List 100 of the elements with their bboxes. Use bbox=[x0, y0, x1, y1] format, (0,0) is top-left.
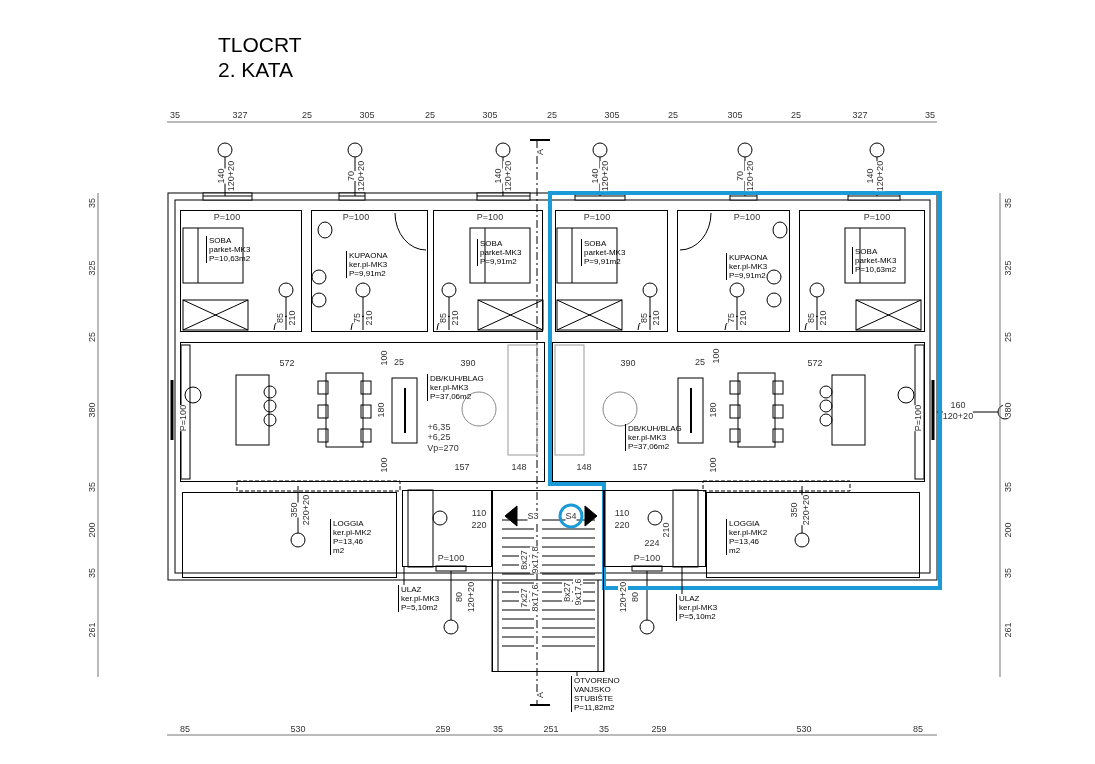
dimension-label: 251 bbox=[543, 724, 559, 734]
dimension-label: 180 bbox=[376, 402, 386, 418]
dimension-label: 259 bbox=[435, 724, 451, 734]
room-label: DB/KUH/BLAG ker.pl-MK3 P=37,06m2 bbox=[427, 374, 488, 401]
dimension-label: 140 bbox=[865, 168, 875, 184]
dimension-label: 100 bbox=[708, 457, 718, 473]
dimension-label: 8x17,6 bbox=[530, 584, 540, 612]
dimension-label: 25 bbox=[425, 110, 435, 120]
dimension-label: 140 bbox=[590, 168, 600, 184]
dimension-label: 261 bbox=[1003, 622, 1013, 638]
dimension-label: 157 bbox=[454, 462, 470, 472]
dimension-label: 85 bbox=[180, 724, 190, 734]
dimension-label: 120+20 bbox=[356, 160, 366, 192]
dimension-label: 7x27 bbox=[519, 588, 529, 608]
dimension-label: 390 bbox=[620, 358, 636, 368]
dimension-label: 85 bbox=[913, 724, 923, 734]
dimension-label: 210 bbox=[450, 310, 460, 326]
room-label: KUPAONA ker.pl-MK3 P=9,91m2 bbox=[726, 253, 772, 280]
dimension-label: 110 bbox=[471, 508, 487, 518]
dimension-label: 148 bbox=[511, 462, 527, 472]
dimension-label: P=100 bbox=[633, 553, 661, 563]
dimension-label: 148 bbox=[576, 462, 592, 472]
dimension-label: 35 bbox=[87, 568, 97, 578]
dimension-label: 220+20 bbox=[301, 494, 311, 526]
room-label: LOGGIA ker.pl-MK2 P=13,46 m2 bbox=[330, 519, 376, 555]
dimension-label: 305 bbox=[604, 110, 620, 120]
dimension-label: P=100 bbox=[733, 212, 761, 222]
dimension-label: 25 bbox=[302, 110, 312, 120]
dimension-label: 80 bbox=[454, 592, 464, 602]
dimension-label: 70 bbox=[346, 171, 356, 181]
dimension-label: 25 bbox=[1003, 332, 1013, 342]
dimension-label: 200 bbox=[1003, 522, 1013, 538]
room-label: KUPAONA ker.pl-MK3 P=9,91m2 bbox=[346, 251, 392, 278]
dimension-label: 9x17,6 bbox=[573, 578, 583, 606]
dimension-label: 327 bbox=[852, 110, 868, 120]
section-mark: A bbox=[535, 692, 545, 698]
dimension-label: 25 bbox=[394, 357, 404, 367]
room-label: SOBA parket-MK3 P=10,63m2 bbox=[852, 247, 901, 274]
dimension-label: +6,25 bbox=[427, 432, 451, 442]
dimension-label: 180 bbox=[708, 402, 718, 418]
dimension-label: 210 bbox=[651, 310, 661, 326]
dimension-label: 120+20 bbox=[600, 160, 610, 192]
dimension-label: 85 bbox=[275, 313, 285, 323]
dimension-label: 305 bbox=[359, 110, 375, 120]
dimension-label: 210 bbox=[287, 310, 297, 326]
dimension-label: P=100 bbox=[213, 212, 241, 222]
dimension-label: S4 bbox=[565, 511, 577, 521]
dimension-label: 35 bbox=[599, 724, 609, 734]
dimension-label: 35 bbox=[925, 110, 935, 120]
dimension-label: 200 bbox=[87, 522, 97, 538]
room-label: SOBA parket-MK3 P=9,91m2 bbox=[477, 239, 526, 266]
room-label: ULAZ ker.pl-MK3 P=5,10m2 bbox=[398, 585, 441, 612]
dimension-label: 35 bbox=[1003, 568, 1013, 578]
dimension-label: 35 bbox=[87, 198, 97, 208]
dimension-label: 35 bbox=[493, 724, 503, 734]
dimension-label: P=100 bbox=[863, 212, 891, 222]
room-box bbox=[492, 490, 604, 672]
dimension-label: 259 bbox=[651, 724, 667, 734]
dimension-label: 380 bbox=[1003, 402, 1013, 418]
dimension-label: 220+20 bbox=[801, 494, 811, 526]
leader-line bbox=[403, 566, 405, 586]
dimension-label: 100 bbox=[379, 457, 389, 473]
leader-line bbox=[681, 566, 683, 595]
dimension-label: 220 bbox=[614, 520, 630, 530]
dimension-label: 327 bbox=[232, 110, 248, 120]
dimension-label: P=100 bbox=[342, 212, 370, 222]
dimension-label: 325 bbox=[87, 260, 97, 276]
dimension-label: S3 bbox=[527, 511, 539, 521]
dimension-label: 390 bbox=[460, 358, 476, 368]
room-label: SOBA parket-MK3 P=10,63m2 bbox=[206, 236, 255, 263]
room-label: DB/KUH/BLAG ker.pl-MK3 P=37,06m2 bbox=[625, 424, 686, 451]
dimension-label: 224 bbox=[644, 538, 660, 548]
dimension-label: 25 bbox=[547, 110, 557, 120]
dimension-label: 75 bbox=[352, 313, 362, 323]
dimension-label: 100 bbox=[711, 348, 721, 364]
dimension-label: 85 bbox=[639, 313, 649, 323]
dimension-label: P=100 bbox=[583, 212, 611, 222]
dimension-label: 530 bbox=[796, 724, 812, 734]
dimension-label: 350 bbox=[289, 502, 299, 518]
dimension-label: 380 bbox=[87, 402, 97, 418]
leader-line bbox=[576, 671, 578, 677]
dimension-label: 530 bbox=[290, 724, 306, 734]
dimension-label: 110 bbox=[614, 508, 630, 518]
dimension-label: P=100 bbox=[178, 404, 188, 432]
dimension-label: 261 bbox=[87, 622, 97, 638]
dimension-label: 80 bbox=[630, 592, 640, 602]
dimension-label: 120+20 bbox=[226, 160, 236, 192]
dimension-label: 160 bbox=[950, 400, 966, 410]
dimension-label: 572 bbox=[807, 358, 823, 368]
dimension-label: 220 bbox=[471, 520, 487, 530]
dimension-label: P=100 bbox=[437, 553, 465, 563]
room-label: LOGGIA ker.pl-MK2 P=13,46 m2 bbox=[726, 519, 772, 555]
dimension-label: 305 bbox=[482, 110, 498, 120]
dimension-label: 25 bbox=[668, 110, 678, 120]
room-label: ULAZ ker.pl-MK3 P=5,10m2 bbox=[676, 594, 719, 621]
room-label: SOBA parket-MK3 P=9,91m2 bbox=[581, 239, 630, 266]
dimension-label: 85 bbox=[438, 313, 448, 323]
dimension-label: 8x27 bbox=[562, 582, 572, 602]
dimension-label: 100 bbox=[379, 350, 389, 366]
dimension-label: 350 bbox=[789, 502, 799, 518]
